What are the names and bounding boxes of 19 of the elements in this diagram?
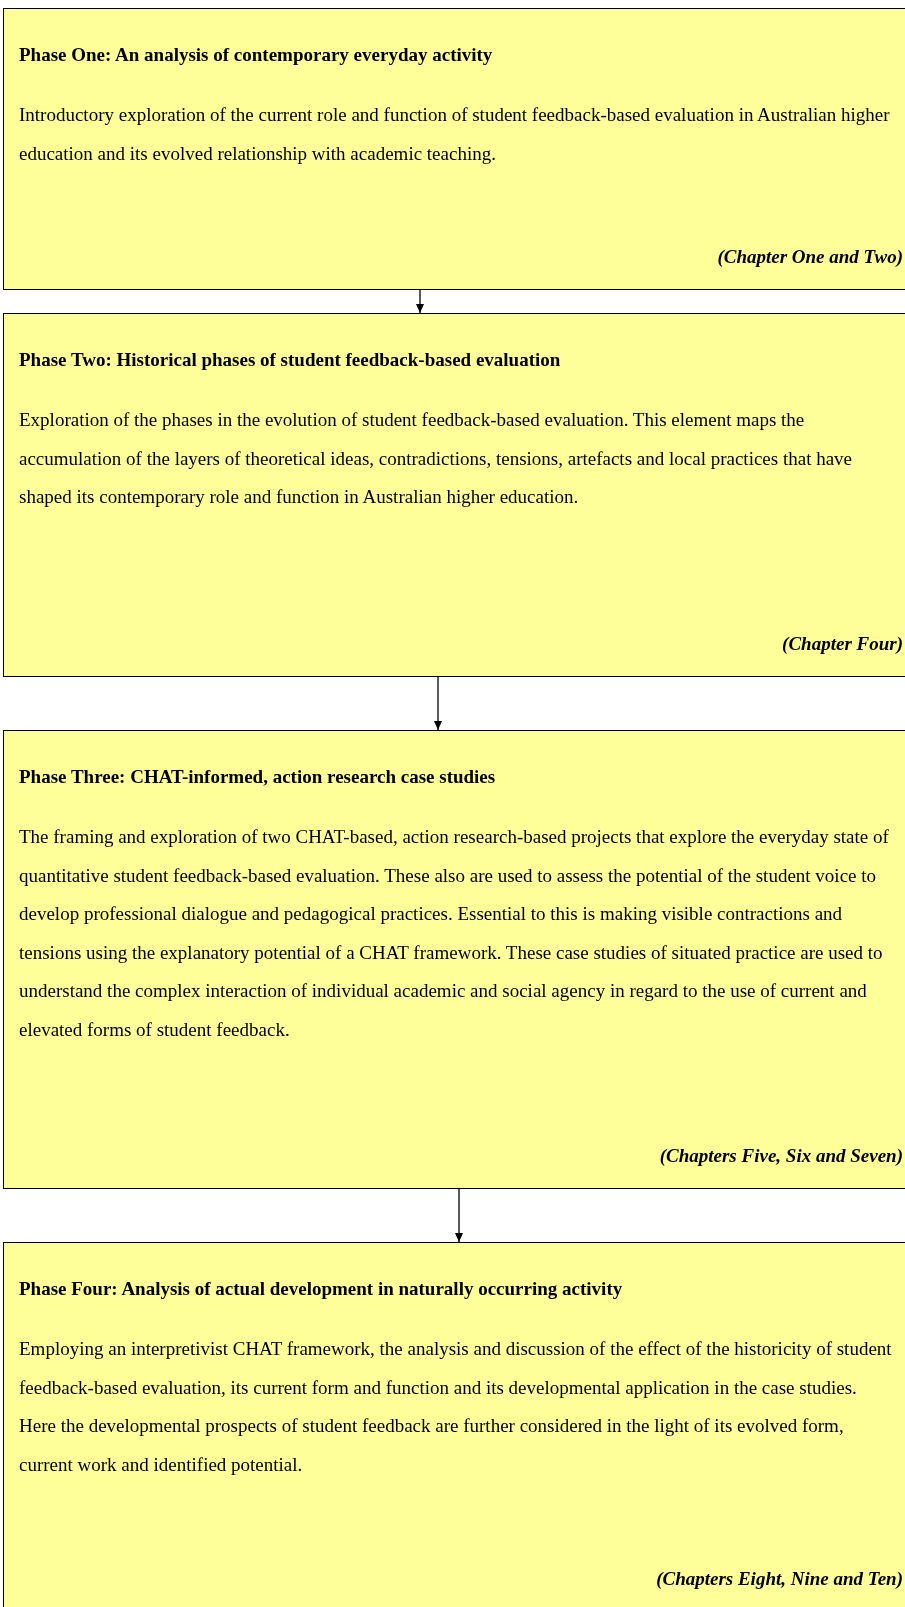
chapter-reference: (Chapter One and Two) <box>717 245 903 269</box>
phase-box <box>3 730 905 1189</box>
phase-heading: Phase Three: CHAT-informed, action research case studies <box>19 765 496 789</box>
arrow <box>434 676 442 731</box>
phase-description: The framing and exploration of two CHAT-based, action research-based projects that explore the everyday state of quantitative student feedback-based evaluation. These also are used to assess the potential of the student voice to develop professional dialogue and pedagogical practices. Essential to this is making visible contractions and tensions using the explanatory potential of a CHAT framework. These case studies of situated practice are used to understand the complex interaction of individual academic and social agency in regard to the use of current and elevated forms of student feedback. <box>19 825 890 1042</box>
chapter-reference: (Chapters Eight, Nine and Ten) <box>656 1567 903 1591</box>
arrow <box>455 1188 463 1243</box>
chapter-reference: (Chapter Four) <box>782 632 903 656</box>
phase-description: Introductory exploration of the current role and function of student feedback-based evaluation in Australian higher education and its evolved relationship with academic teaching. <box>19 103 891 166</box>
phase-description: Exploration of the phases in the evolution of student feedback-based evaluation. This element maps the accumulation of the layers of theoretical ideas, contradictions, tensions, artefacts and local practices that have shaped its contemporary role and function in Australian higher education. <box>19 408 854 509</box>
phase-box <box>3 1242 905 1607</box>
chapter-reference: (Chapters Five, Six and Seven) <box>659 1144 903 1168</box>
phase-heading: Phase One: An analysis of contemporary everyday activity <box>19 43 493 67</box>
arrow <box>416 289 424 314</box>
phase-description: Employing an interpretivist CHAT framework, the analysis and discussion of the effect of the historicity of student feedback-based evaluation, its current form and function and its developmental application in the case studies. Here the developmental prospects of student feedback are further considered in the light of its evolved form, current work and identified potential. <box>19 1337 893 1477</box>
phase-heading: Phase Four: Analysis of actual development in naturally occurring activity <box>19 1277 623 1301</box>
phase-box <box>3 313 905 677</box>
phase-box <box>3 8 905 290</box>
phase-heading: Phase Two: Historical phases of student feedback-based evaluation <box>19 348 561 372</box>
